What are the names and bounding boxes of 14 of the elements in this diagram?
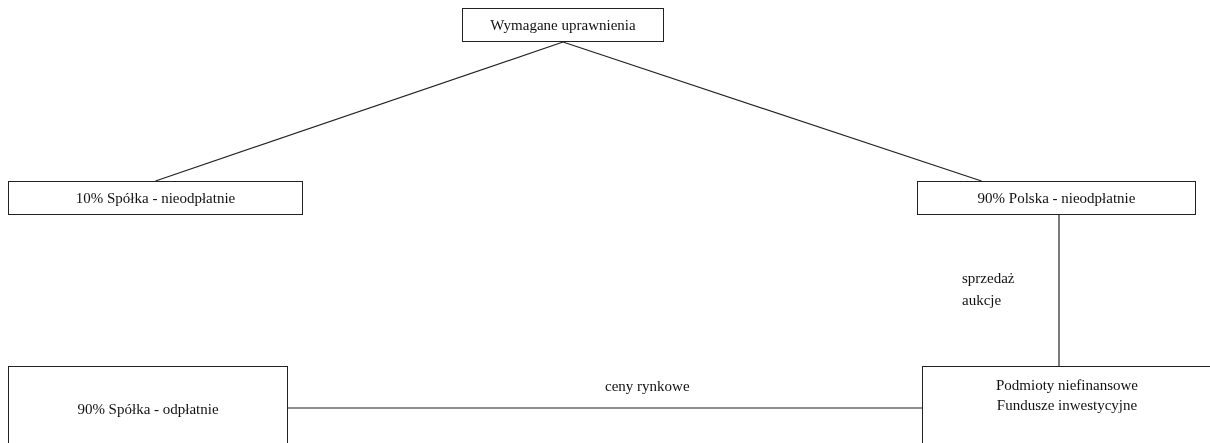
process-box	[922, 366, 1210, 443]
connector-line	[1058, 214, 1060, 367]
box-label: 10% Spółka - nieodpłatnie	[75, 188, 236, 208]
box-label: 90% Polska - nieodpłatnie	[977, 188, 1136, 208]
process-box	[917, 181, 1196, 215]
connector-line	[287, 407, 923, 409]
box-label: 90% Spółka - odpłatnie	[77, 400, 219, 419]
connector-line	[154, 41, 564, 182]
process-box	[8, 366, 288, 443]
box-label: Wymagane uprawnienia	[490, 15, 636, 35]
process-box	[8, 181, 303, 215]
box-label: Podmioty niefinansowe Fundusze inwestycyjne	[994, 376, 1140, 416]
process-box	[462, 8, 664, 42]
connector-line	[562, 41, 983, 182]
